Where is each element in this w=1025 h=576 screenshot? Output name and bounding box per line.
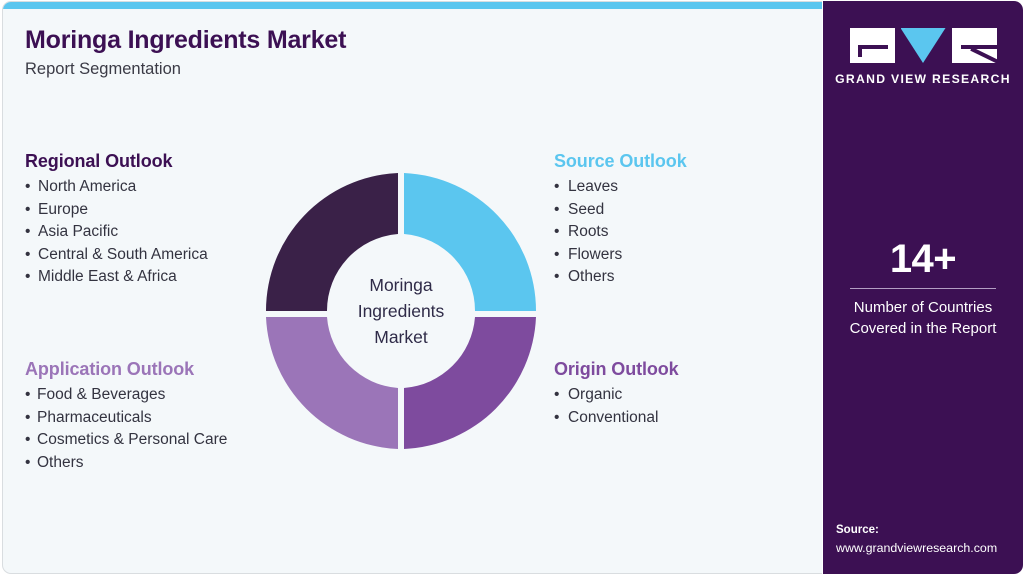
- list-item: Seed: [554, 199, 687, 222]
- donut-segment-application: [266, 317, 398, 449]
- donut-chart-svg: [265, 173, 537, 449]
- donut-segment-source: [404, 173, 537, 311]
- source-url[interactable]: www.grandviewresearch.com: [836, 541, 998, 555]
- source-credit: Source: www.grandviewresearch.com: [836, 522, 1022, 557]
- company-logo: GRAND VIEW RESEARCH: [823, 28, 1023, 86]
- donut-chart: Moringa Ingredients Market: [260, 167, 542, 455]
- stat-value: 14+: [889, 237, 957, 281]
- origin-outlook-heading: Origin Outlook: [554, 359, 679, 379]
- list-item: Food & Beverages: [25, 384, 227, 407]
- source-outlook-list: Leaves Seed Roots Flowers Others: [554, 176, 687, 289]
- regional-outlook-block: Regional Outlook North America Europe As…: [25, 151, 208, 289]
- list-item: Cosmetics & Personal Care: [25, 429, 227, 452]
- list-item: Conventional: [554, 407, 679, 430]
- stat-label: Number of Countries Covered in the Repor…: [823, 297, 1023, 339]
- regional-outlook-list: North America Europe Asia Pacific Centra…: [25, 176, 208, 289]
- source-label: Source:: [836, 524, 879, 536]
- list-item: North America: [25, 176, 208, 199]
- list-item: Europe: [25, 199, 208, 222]
- list-item: Others: [554, 266, 687, 289]
- list-item: Flowers: [554, 244, 687, 267]
- list-item: Pharmaceuticals: [25, 407, 227, 430]
- stat-divider: [850, 288, 996, 289]
- list-item: Central & South America: [25, 244, 208, 267]
- country-count-stat: 14+ Number of Countries Covered in the R…: [823, 237, 1023, 339]
- list-item: Asia Pacific: [25, 221, 208, 244]
- donut-segment-regional: [265, 173, 398, 311]
- stat-label-line-2: Covered in the Report: [849, 320, 997, 337]
- origin-outlook-block: Origin Outlook Organic Conventional: [554, 359, 679, 429]
- page-subtitle: Report Segmentation: [25, 60, 181, 78]
- donut-segment-origin: [404, 317, 536, 449]
- list-item: Roots: [554, 221, 687, 244]
- source-outlook-block: Source Outlook Leaves Seed Roots Flowers…: [554, 151, 687, 289]
- logo-wordmark: GRAND VIEW RESEARCH: [835, 72, 1011, 86]
- page-title: Moringa Ingredients Market: [25, 26, 347, 54]
- logo-letter-r-icon: [951, 28, 997, 63]
- origin-outlook-list: Organic Conventional: [554, 384, 679, 429]
- source-outlook-heading: Source Outlook: [554, 151, 687, 171]
- logo-marks: [823, 28, 1023, 63]
- list-item: Organic: [554, 384, 679, 407]
- regional-outlook-heading: Regional Outlook: [25, 151, 173, 171]
- application-outlook-block: Application Outlook Food & Beverages Pha…: [25, 359, 227, 474]
- top-accent-bar: [3, 2, 822, 9]
- logo-letter-v-icon: [900, 28, 946, 63]
- application-outlook-heading: Application Outlook: [25, 359, 195, 379]
- brand-sidebar: GRAND VIEW RESEARCH 14+ Number of Countr…: [823, 1, 1023, 574]
- stat-label-line-1: Number of Countries: [853, 299, 993, 316]
- list-item: Others: [25, 452, 227, 475]
- logo-letter-g-icon: [849, 28, 895, 63]
- application-outlook-list: Food & Beverages Pharmaceuticals Cosmeti…: [25, 384, 227, 474]
- list-item: Leaves: [554, 176, 687, 199]
- main-content-panel: Moringa Ingredients Market Report Segmen…: [2, 1, 822, 574]
- list-item: Middle East & Africa: [25, 266, 208, 289]
